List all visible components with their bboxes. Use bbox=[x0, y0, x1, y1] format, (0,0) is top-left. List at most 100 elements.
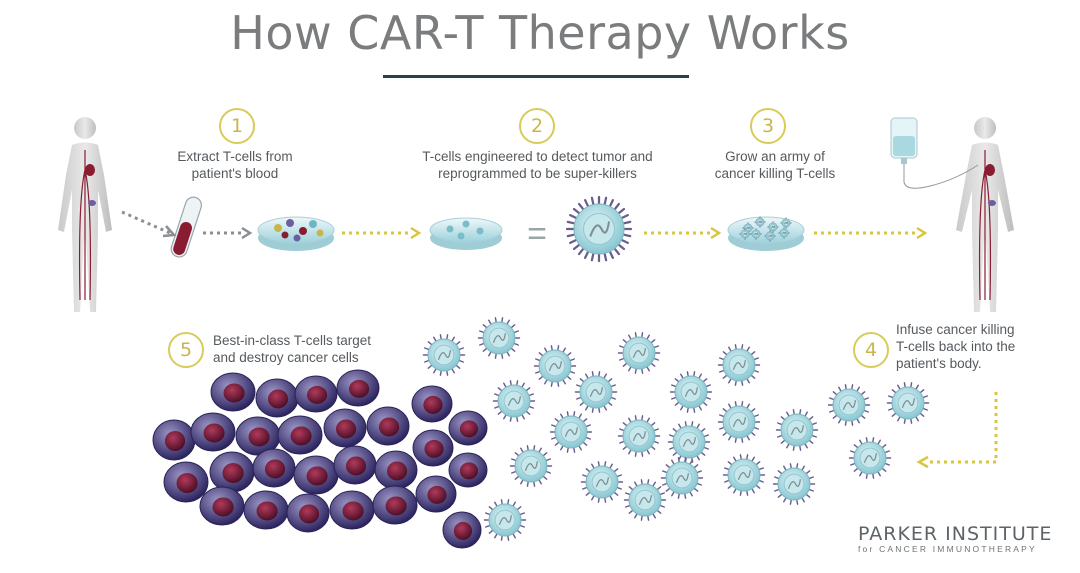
cancer-cell-icon bbox=[448, 452, 488, 488]
cancer-cell-icon bbox=[286, 493, 330, 533]
nucleus bbox=[786, 419, 808, 441]
nucleus bbox=[427, 485, 447, 504]
cancer-cell-icon bbox=[294, 375, 338, 413]
receptor bbox=[698, 405, 702, 411]
nucleus bbox=[488, 327, 510, 349]
t-cell-icon bbox=[483, 499, 527, 541]
receptor bbox=[780, 439, 786, 444]
nucleus bbox=[520, 455, 542, 477]
receptor bbox=[488, 506, 494, 511]
receptor bbox=[696, 455, 700, 461]
receptor bbox=[507, 499, 510, 505]
receptor bbox=[746, 346, 750, 352]
dna-strand bbox=[782, 231, 787, 235]
receptor bbox=[832, 414, 838, 419]
receptor bbox=[566, 220, 576, 225]
receptor bbox=[579, 378, 585, 383]
receptor bbox=[888, 407, 894, 411]
receptor bbox=[554, 418, 560, 423]
receptor bbox=[613, 202, 621, 211]
step-4-number: 4 bbox=[853, 332, 889, 368]
receptor bbox=[591, 495, 595, 501]
receptor bbox=[653, 428, 659, 432]
receptor bbox=[777, 493, 783, 498]
blood-vessels bbox=[78, 150, 92, 301]
t-cell-icon bbox=[717, 401, 761, 443]
receptor bbox=[888, 395, 894, 399]
receptor bbox=[424, 359, 430, 363]
receptor bbox=[494, 393, 500, 397]
step-3-number: 3 bbox=[750, 108, 786, 144]
tube-blood bbox=[173, 222, 192, 255]
dna-strand bbox=[732, 417, 747, 428]
blood-vessels bbox=[978, 150, 992, 301]
receptor bbox=[514, 452, 520, 457]
t-cell-icon bbox=[750, 228, 762, 240]
iv-tube bbox=[903, 164, 979, 189]
receptor bbox=[501, 353, 504, 359]
receptor bbox=[684, 457, 687, 463]
arrow-head bbox=[162, 225, 177, 238]
receptor bbox=[566, 375, 572, 380]
receptor bbox=[628, 366, 632, 372]
receptor bbox=[915, 384, 919, 390]
receptor bbox=[722, 351, 728, 356]
receptor bbox=[691, 421, 694, 427]
nucleus bbox=[728, 411, 750, 433]
nucleus bbox=[378, 417, 400, 437]
receptor bbox=[590, 252, 595, 262]
petri-dish-icon bbox=[429, 217, 503, 250]
receptor bbox=[550, 381, 553, 387]
receptor bbox=[591, 371, 594, 377]
receptor bbox=[573, 447, 576, 453]
receptor bbox=[455, 341, 461, 346]
blood-cell bbox=[274, 224, 282, 232]
receptor bbox=[652, 481, 656, 487]
receptor bbox=[724, 479, 730, 483]
cancer-cell-icon bbox=[190, 412, 236, 452]
receptor bbox=[753, 357, 759, 361]
receptor bbox=[792, 409, 795, 415]
t-cell-army bbox=[422, 317, 930, 541]
nucleus bbox=[223, 383, 245, 403]
nucleus bbox=[560, 421, 582, 443]
nucleus bbox=[634, 489, 656, 511]
nucleus bbox=[212, 497, 234, 517]
nucleus bbox=[628, 425, 650, 447]
t-cell-icon bbox=[717, 344, 761, 386]
receptor bbox=[684, 493, 687, 499]
nucleus bbox=[386, 461, 408, 481]
dish-top bbox=[727, 216, 805, 244]
receptor bbox=[613, 491, 619, 496]
receptor bbox=[519, 512, 525, 516]
cancer-cell-icon bbox=[235, 416, 281, 456]
dna-strand bbox=[632, 431, 647, 442]
receptor bbox=[672, 451, 678, 456]
receptor bbox=[500, 499, 503, 505]
receptor bbox=[739, 454, 742, 460]
receptor bbox=[641, 415, 644, 421]
receptor bbox=[903, 382, 906, 388]
receptor bbox=[671, 384, 677, 388]
receptor bbox=[689, 459, 693, 465]
receptor bbox=[753, 369, 759, 373]
receptor bbox=[497, 410, 503, 415]
receptor bbox=[533, 481, 536, 487]
blood-cell bbox=[309, 220, 317, 228]
receptor bbox=[650, 362, 656, 367]
receptor bbox=[808, 416, 814, 421]
cell-marker bbox=[988, 200, 996, 206]
receptor bbox=[851, 384, 854, 390]
receptor bbox=[865, 473, 868, 479]
receptor bbox=[799, 445, 802, 451]
receptor bbox=[656, 486, 662, 491]
receptor bbox=[844, 384, 847, 390]
blood-cell bbox=[281, 231, 289, 239]
step-1-number: 1 bbox=[219, 108, 255, 144]
receptor bbox=[535, 370, 541, 374]
receptor bbox=[728, 378, 732, 384]
receptor bbox=[610, 396, 616, 400]
receptor bbox=[578, 413, 582, 419]
cancer-cell-icon bbox=[210, 372, 256, 412]
receptor bbox=[669, 446, 675, 450]
